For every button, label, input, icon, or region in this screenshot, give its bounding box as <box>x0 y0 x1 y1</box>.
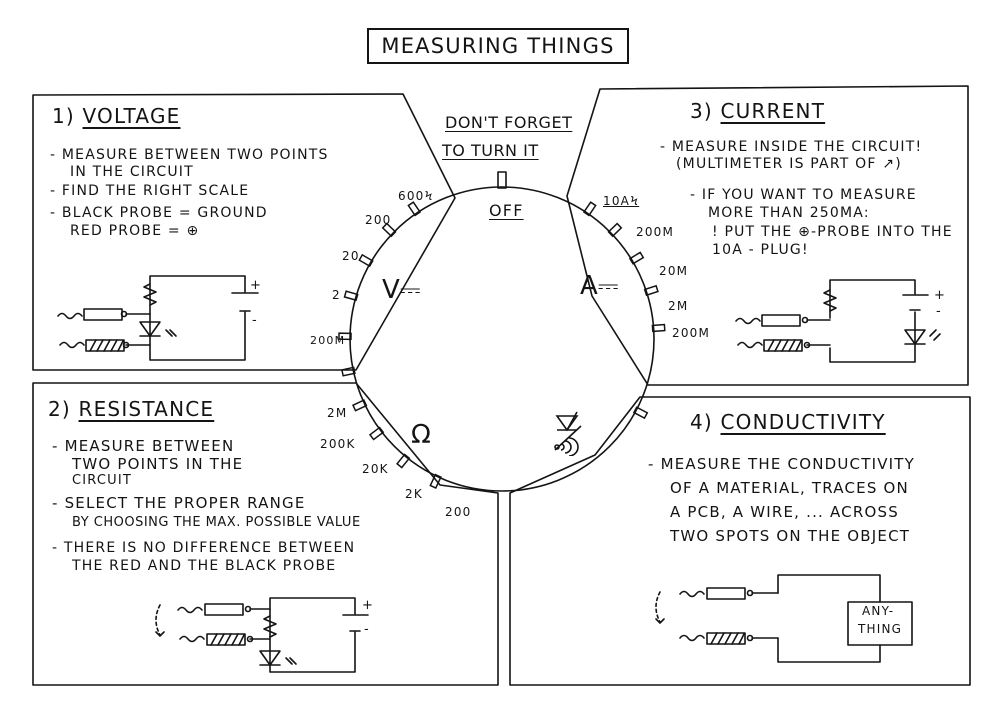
voltage-line: - MEASURE BETWEEN TWO POINTS <box>50 147 329 163</box>
off-pointer-tab <box>497 171 507 189</box>
voltage-heading: 1) VOLTAGE <box>52 104 181 128</box>
voltage-circuit <box>57 275 259 361</box>
current-frame <box>566 85 969 386</box>
dial-tick-mark <box>628 251 645 265</box>
resistance-battery-plus: + <box>362 598 373 613</box>
dial-ticks <box>338 201 666 490</box>
conductivity-title: CONDUCTIVITY <box>720 410 886 434</box>
current-number: 3) <box>690 99 713 123</box>
current-range-200m: 200m <box>636 225 675 239</box>
current-line: 10A - PLUG! <box>712 242 809 258</box>
resistance-line: CIRCUIT <box>72 473 133 488</box>
conductivity-line: A PCB, A WIRE, ... ACROSS <box>670 503 899 521</box>
voltage-battery-plus: + <box>250 278 261 293</box>
current-heading: 3) CURRENT <box>690 99 825 123</box>
dial-tick-mark <box>351 399 368 412</box>
resistance-range-20k: 20K <box>362 462 389 476</box>
continuity-diode-icon <box>554 411 582 456</box>
dial-tick-mark <box>368 426 385 441</box>
dial-tick-mark <box>632 406 649 420</box>
current-line: - MEASURE INSIDE THE CIRCUIT! <box>660 139 923 155</box>
current-line: ! PUT THE ⊕-PROBE INTO THE <box>712 224 953 240</box>
resistance-line: BY CHOOSING THE MAX. POSSIBLE VALUE <box>72 515 361 530</box>
voltage-range-2: 2 <box>332 288 341 302</box>
dial-tick-mark <box>651 323 666 333</box>
reminder-line-1: DON'T FORGET <box>445 113 573 132</box>
dial-tick-mark <box>396 453 411 469</box>
resistance-range-200k: 200K <box>320 437 356 451</box>
resistance-number: 2) <box>48 397 71 421</box>
conductivity-frame <box>509 396 971 686</box>
voltage-range-200: 200 <box>365 213 392 227</box>
resistance-title: RESISTANCE <box>78 397 215 421</box>
anything-box-label: THING <box>858 622 903 636</box>
current-battery-plus: + <box>934 288 945 303</box>
voltage-battery-minus: - <box>252 313 257 328</box>
resistance-circuit <box>155 597 369 673</box>
current-battery-minus: - <box>936 304 941 319</box>
conductivity-line: TWO SPOTS ON THE OBJECT <box>670 527 911 545</box>
resistance-range-2m: 2M <box>327 406 348 420</box>
voltage-line: - BLACK PROBE = GROUND <box>50 205 268 221</box>
dial-tick-mark <box>343 290 359 302</box>
anything-box-label: ANY- <box>862 604 895 618</box>
resistance-range-200: 200 <box>445 505 472 519</box>
voltage-title: VOLTAGE <box>82 104 181 128</box>
dial-tick-mark <box>607 222 623 238</box>
voltage-line: - FIND THE RIGHT SCALE <box>50 183 250 199</box>
voltage-number: 1) <box>52 104 75 128</box>
dial-tick-mark <box>338 332 352 341</box>
current-line: (MULTIMETER IS PART OF ↗) <box>676 156 902 172</box>
dial-tick-mark <box>381 222 397 238</box>
resistance-battery-minus: - <box>364 622 369 637</box>
voltage-line: RED PROBE = ⊕ <box>70 223 200 239</box>
conductivity-circuit <box>655 574 913 663</box>
dial-tick-mark <box>407 201 422 217</box>
dial-tick-mark <box>582 201 597 217</box>
voltage-line: IN THE CIRCUIT <box>70 164 194 180</box>
current-line: - IF YOU WANT TO MEASURE <box>690 187 917 203</box>
resistance-line: - SELECT THE PROPER RANGE <box>52 494 306 512</box>
conductivity-line: OF A MATERIAL, TRACES ON <box>670 479 909 497</box>
dial-tick-mark <box>429 473 442 490</box>
current-range-2m: 2m <box>668 299 689 313</box>
dial-voltage-mode: V⎓ <box>382 275 421 305</box>
dial-tick-mark <box>358 253 374 268</box>
current-line: MORE THAN 250mA: <box>708 205 870 221</box>
dial-tick-mark <box>643 284 659 297</box>
conductivity-line: - MEASURE THE CONDUCTIVITY <box>648 455 916 473</box>
conductivity-number: 4) <box>690 410 713 434</box>
resistance-heading: 2) RESISTANCE <box>48 397 214 421</box>
voltage-range-20: 20 <box>342 249 360 263</box>
conductivity-heading: 4) CONDUCTIVITY <box>690 410 886 434</box>
dial-resistance-mode: Ω <box>411 420 431 450</box>
current-range-20m: 20m <box>659 264 689 278</box>
dial-off-label: OFF <box>489 201 524 220</box>
current-circuit <box>735 279 941 363</box>
resistance-range-2k: 2K <box>405 487 423 501</box>
current-title: CURRENT <box>720 99 826 123</box>
current-range-200u: 200µ <box>672 326 711 340</box>
current-range-10a: 10Aϟ <box>603 194 640 208</box>
dial-current-mode: A⎓ <box>580 271 619 301</box>
resistance-line: TWO POINTS IN THE <box>72 455 244 473</box>
resistance-line: - MEASURE BETWEEN <box>52 437 235 455</box>
voltage-range-600: 600ϟ <box>398 189 434 203</box>
reminder-line-2: TO TURN IT <box>442 141 539 160</box>
resistance-line: - THERE IS NO DIFFERENCE BETWEEN <box>52 540 356 556</box>
dial-tick-mark <box>341 366 356 377</box>
voltage-frame <box>32 93 456 371</box>
voltage-range-200m: 200m <box>310 334 346 347</box>
page-title: MEASURING THINGS <box>367 28 629 64</box>
resistance-line: THE RED AND THE BLACK PROBE <box>72 558 337 574</box>
